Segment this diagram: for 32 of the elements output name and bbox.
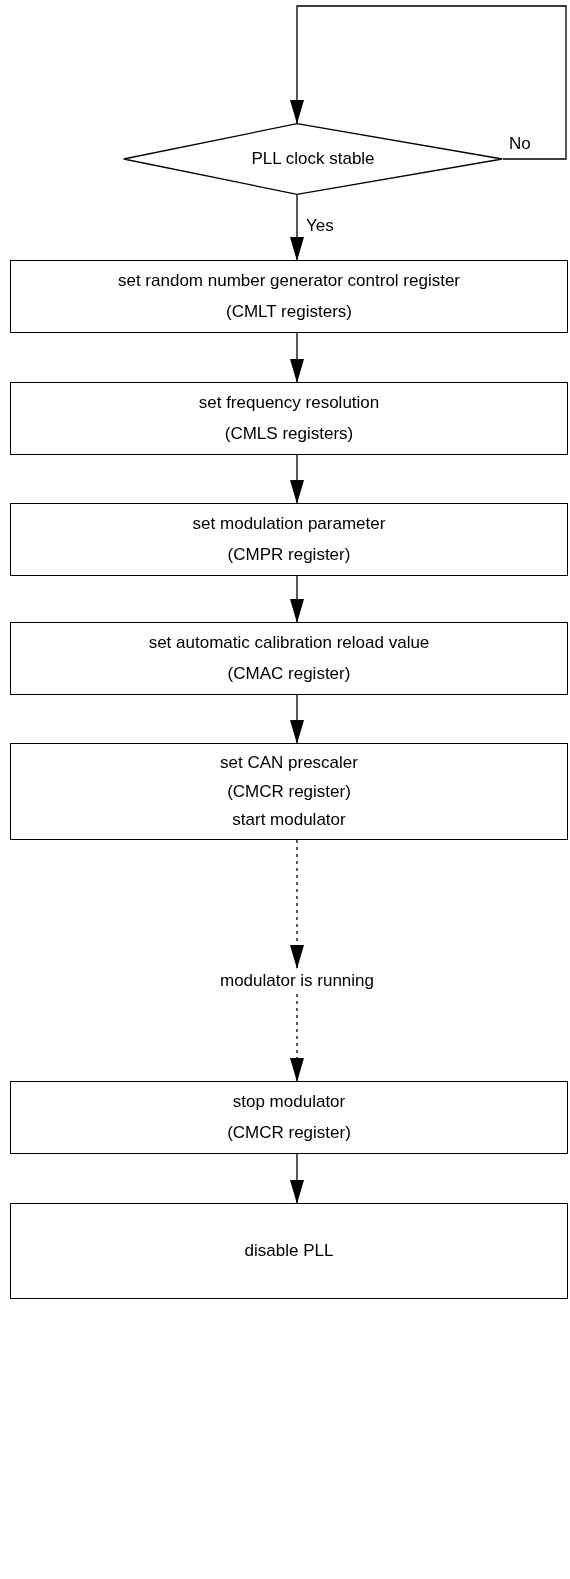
step-text: set random number generator control register [117,271,461,292]
step-text: set frequency resolution [198,393,380,414]
arrow [290,1153,304,1204]
arrow [290,839,304,969]
step-text: (CMLS registers) [224,423,354,444]
step-text: (CMLT registers) [226,301,352,322]
decision-text: PLL clock stable [251,149,375,169]
step-text: modulator is running [220,971,374,991]
process-box [10,622,568,695]
process-box [10,1203,568,1299]
step-text: (CMCR register) [227,1122,351,1143]
step-text: set automatic calibration reload value [148,633,430,654]
arrow [290,194,304,261]
arrow [290,694,304,744]
step-text: set CAN prescaler [220,752,358,773]
step-text: (CMAC register) [227,663,351,684]
arrow [290,454,304,504]
step-text: (CMCR register) [227,781,351,802]
arrow [290,575,304,623]
process-box [10,382,568,455]
arrow [290,5,567,160]
step-text: disable PLL [244,1241,334,1261]
process-box [10,1081,568,1154]
arrow [290,993,304,1082]
process-box [10,503,568,576]
step-text: start modulator [232,810,346,831]
step-text: (CMPR register) [227,544,351,565]
arrow [290,332,304,383]
process-box [10,743,568,840]
process-box [10,260,568,333]
step-text: stop modulator [232,1092,346,1113]
step-text: set modulation parameter [192,514,386,535]
